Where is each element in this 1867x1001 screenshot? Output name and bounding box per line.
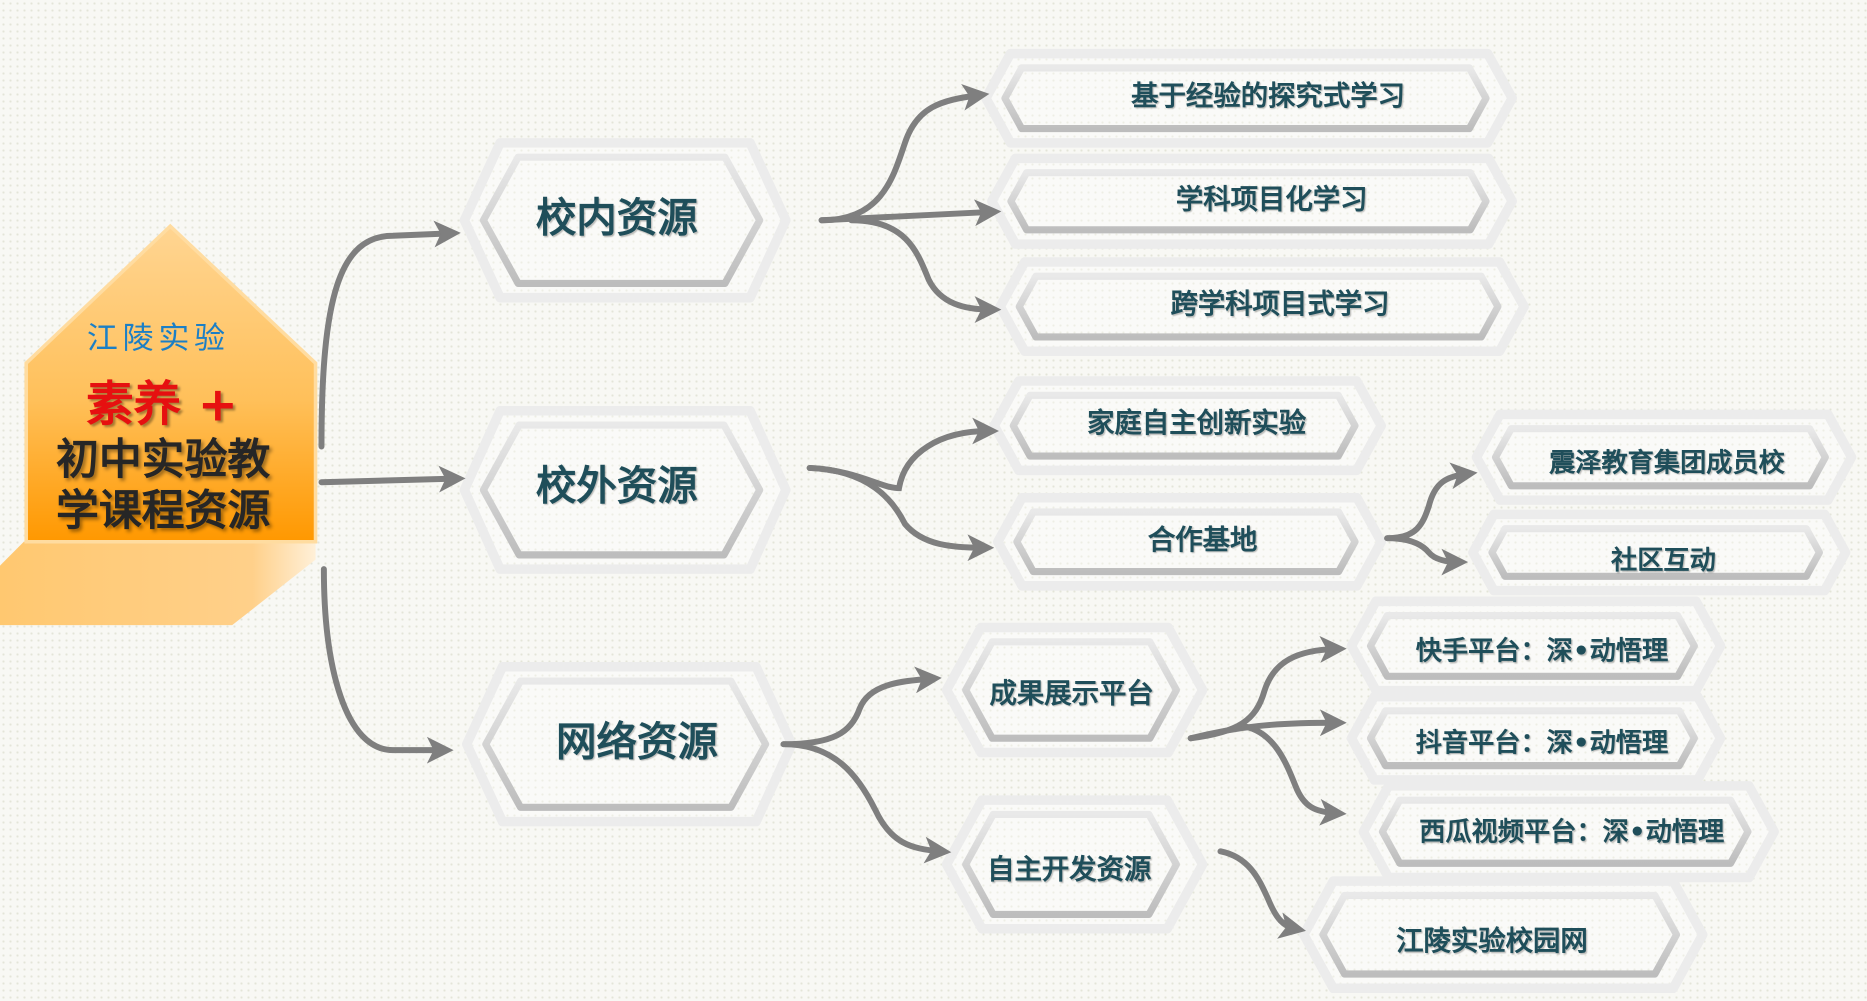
root-title-line1: 初中实验教 xyxy=(55,435,271,485)
node-kuaishou[interactable]: 快手平台：深•动悟理 xyxy=(1415,637,1669,667)
node-hexagon-frame xyxy=(1346,691,1726,785)
connector-arrow xyxy=(806,464,995,562)
node-zhenze-schools[interactable]: 震泽教育集团成员校 xyxy=(1549,448,1785,479)
connector-arrow xyxy=(780,666,942,748)
root-title-line2: 学课程资源 xyxy=(55,486,271,536)
root-shape xyxy=(0,223,318,626)
root-highlight: 素养 + xyxy=(86,377,238,433)
node-hexagon-frame xyxy=(941,622,1208,758)
node-school-resources[interactable]: 校内资源 xyxy=(535,194,698,243)
connector-arrow xyxy=(806,417,999,492)
node-hexagon-frame xyxy=(1346,596,1726,696)
node-hexagon-frame xyxy=(459,138,791,303)
connector-arrow xyxy=(318,465,466,493)
node-hexagon-frame xyxy=(995,257,1529,357)
node-hexagon-frame xyxy=(989,376,1386,476)
node-self-developed[interactable]: 自主开发资源 xyxy=(987,854,1152,886)
node-home-experiment[interactable]: 家庭自主创新实验 xyxy=(1087,408,1307,440)
node-cooperation-base[interactable]: 合作基地 xyxy=(1147,525,1258,557)
connector-arrow xyxy=(818,199,1002,227)
node-hexagon-frame xyxy=(1299,876,1708,994)
node-cross-subject-learning[interactable]: 跨学科项目式学习 xyxy=(1170,289,1390,321)
node-hexagon-frame xyxy=(941,795,1208,934)
node-hexagon-frame xyxy=(1468,509,1851,596)
connector-arrow xyxy=(1384,535,1469,576)
node-showcase-platform[interactable]: 成果展示平台 xyxy=(989,678,1154,710)
node-hexagon-frame xyxy=(981,48,1517,148)
school-name: 江陵实验 xyxy=(86,320,230,357)
connector-arrow xyxy=(848,217,1002,323)
node-hexagon-frame xyxy=(993,492,1386,591)
node-hexagon-frame xyxy=(1471,409,1857,505)
connector-arrow xyxy=(780,741,952,864)
node-network-resources[interactable]: 网络资源 xyxy=(556,718,718,767)
node-community[interactable]: 社区互动 xyxy=(1611,546,1716,577)
node-project-learning[interactable]: 学科项目化学习 xyxy=(1175,184,1368,216)
node-xigua[interactable]: 西瓜视频平台：深•动悟理 xyxy=(1419,818,1725,848)
node-douyin[interactable]: 抖音平台：深•动悟理 xyxy=(1415,728,1669,759)
connector-arrow xyxy=(320,566,454,764)
node-hexagon-frame xyxy=(987,153,1517,249)
node-campus-website[interactable]: 江陵实验校园网 xyxy=(1396,926,1588,958)
connector-arrow xyxy=(1217,848,1306,939)
connector-arrow xyxy=(818,83,990,224)
node-hexagon-frame xyxy=(459,406,791,574)
node-outside-resources[interactable]: 校外资源 xyxy=(535,462,698,511)
node-inquiry-learning[interactable]: 基于经验的探究式学习 xyxy=(1131,80,1406,112)
connector-arrow xyxy=(1384,462,1478,542)
connector-arrow xyxy=(318,220,461,450)
connector-arrow xyxy=(1187,709,1347,742)
connector-arrow xyxy=(1241,723,1347,826)
